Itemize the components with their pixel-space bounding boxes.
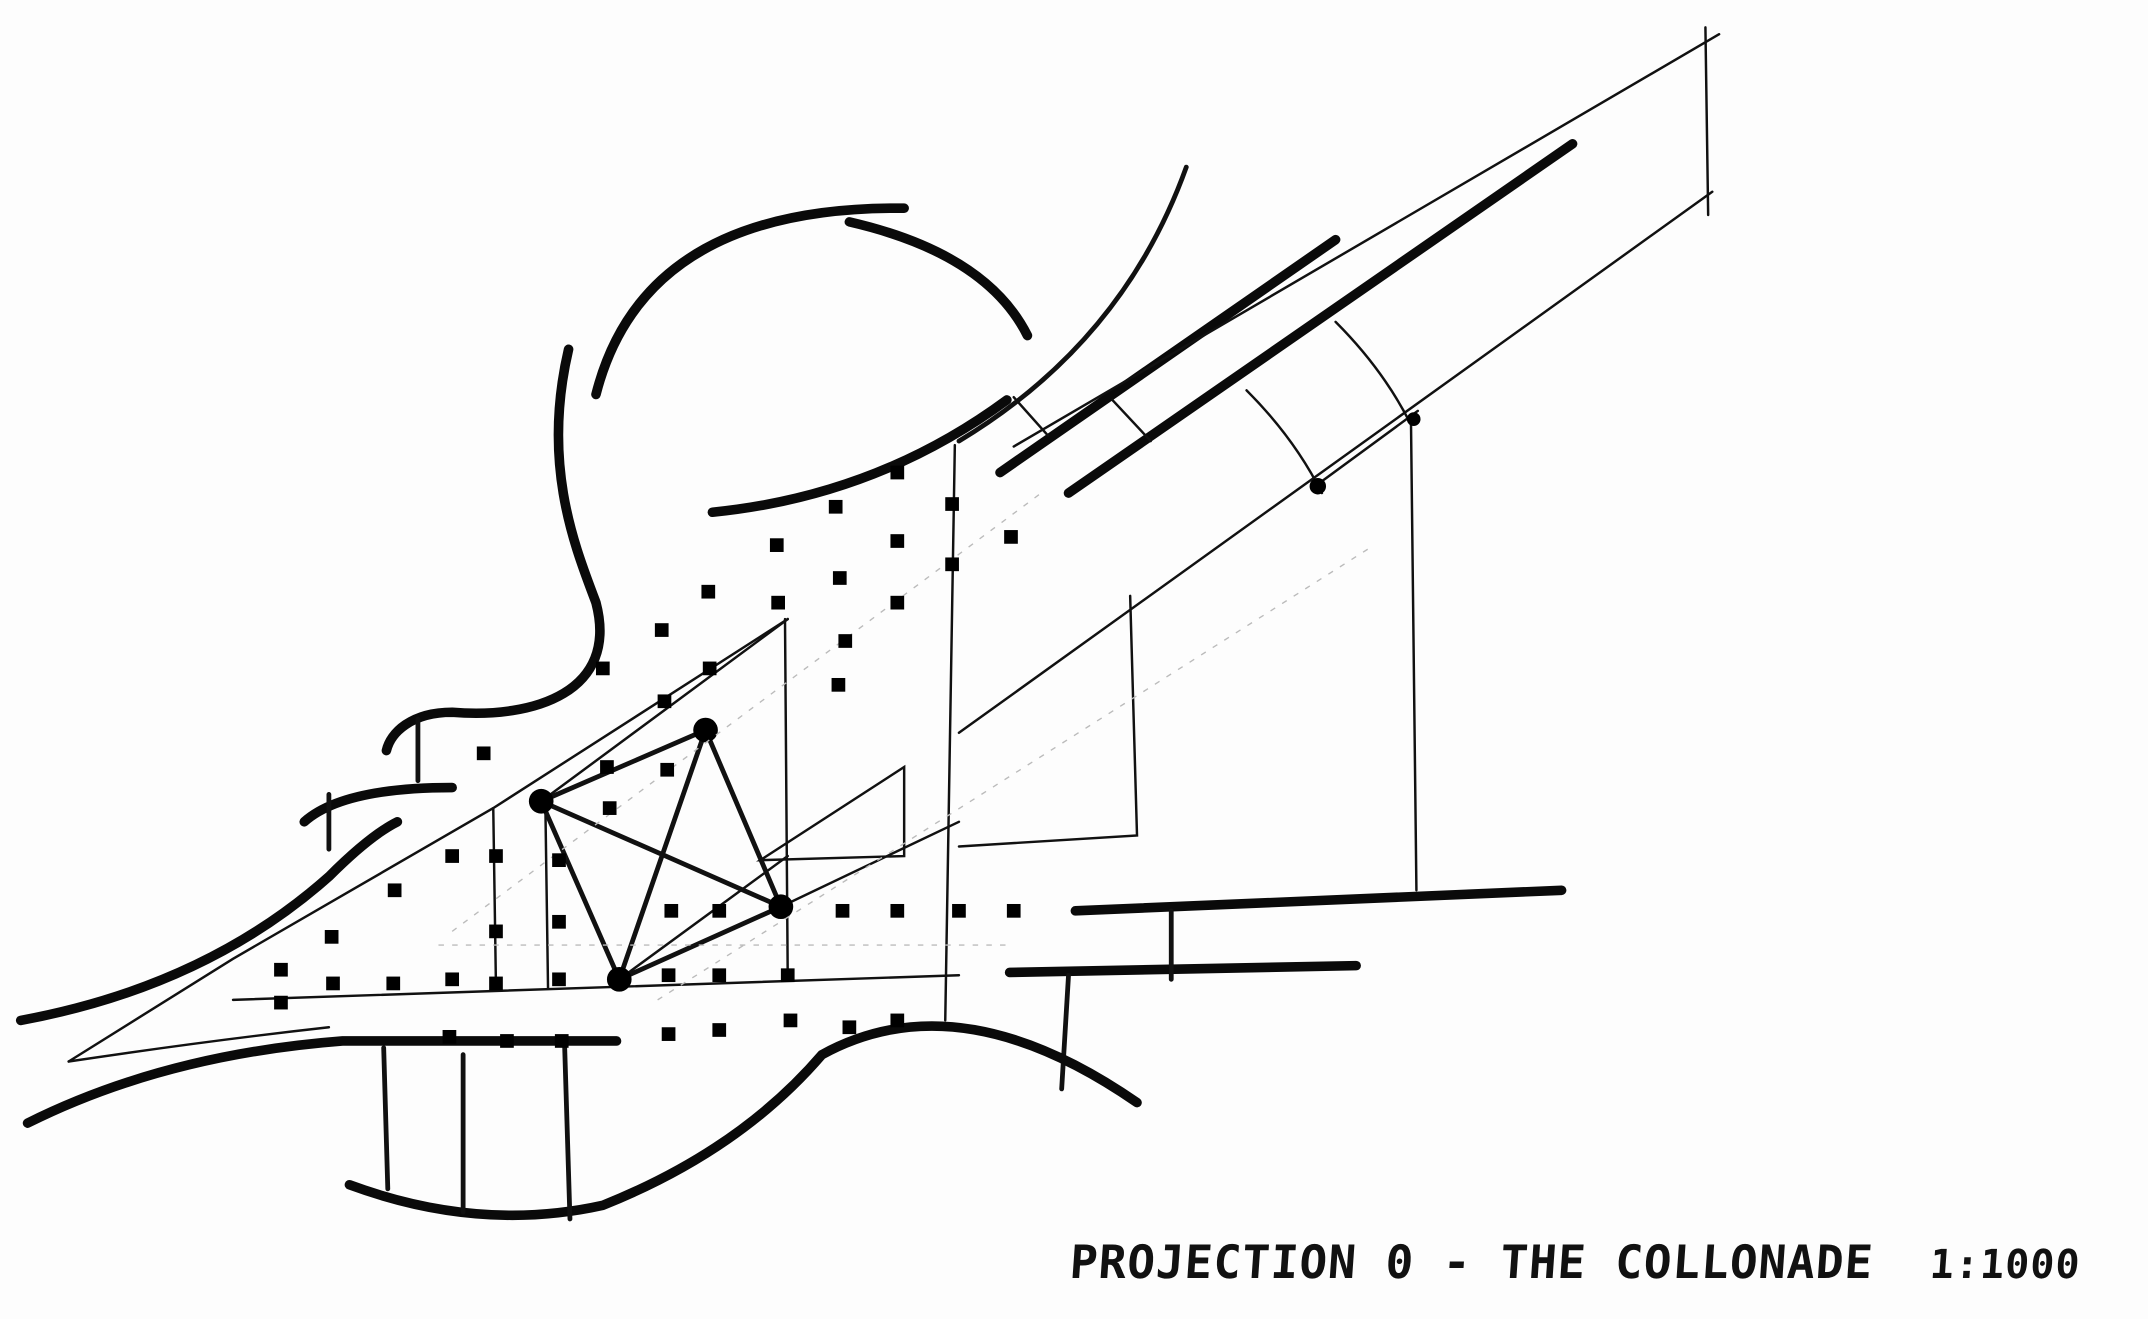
column-dot	[664, 903, 679, 918]
column-dot	[552, 853, 566, 868]
plaza-edges	[15, 617, 961, 1128]
column-dot	[552, 972, 566, 987]
column-dot	[701, 584, 716, 599]
column-dot	[552, 914, 566, 929]
colonnade-wings	[755, 26, 1721, 1022]
dome-outline	[381, 164, 1189, 756]
column-dot	[831, 677, 846, 692]
column-dot	[500, 1034, 514, 1048]
column-dot	[769, 538, 784, 552]
column-dot	[783, 1013, 798, 1028]
caption-scale: 1:1000	[1928, 1242, 2083, 1288]
column-dot	[445, 972, 460, 987]
column-dot	[274, 962, 288, 977]
column-dot	[828, 499, 843, 514]
column-dot	[712, 1023, 727, 1037]
column-dot	[890, 903, 905, 918]
column-dot	[890, 595, 905, 610]
guide-lines	[438, 492, 1371, 1001]
column-dot	[600, 760, 614, 774]
column-dot	[387, 883, 402, 898]
column-dot	[838, 634, 853, 648]
column-dot	[780, 968, 795, 983]
column-dot	[595, 661, 610, 676]
ground-slabs	[344, 885, 1567, 1222]
column-dot	[386, 976, 401, 991]
column-dot	[832, 571, 847, 585]
column-dot	[890, 1013, 905, 1028]
column-dot	[661, 968, 676, 983]
column-dot	[274, 995, 288, 1010]
column-dot	[554, 1034, 569, 1048]
column-dot	[602, 801, 617, 815]
column-dot	[771, 595, 785, 610]
column-dot	[945, 557, 959, 572]
column-dot	[702, 661, 717, 676]
column-dot	[712, 903, 727, 918]
column-dot	[489, 924, 503, 939]
column-dot	[1004, 530, 1018, 544]
column-dot	[952, 903, 966, 918]
column-dot	[661, 1027, 676, 1041]
column-dot	[712, 968, 727, 983]
column-dot	[476, 746, 491, 761]
column-grid	[274, 465, 1021, 1048]
column-dot	[326, 976, 340, 991]
column-dot	[324, 930, 339, 944]
x-structure	[528, 412, 1421, 992]
drawing-caption: PROJECTION 0 - THE COLLONADE 1:1000	[1068, 1235, 2082, 1289]
column-dot	[442, 1029, 457, 1044]
caption-title: PROJECTION 0 - THE COLLONADE	[1068, 1235, 1876, 1289]
column-dot	[489, 976, 503, 991]
column-dot	[657, 694, 672, 709]
column-dot	[890, 465, 905, 480]
column-dot	[445, 849, 460, 863]
column-dot	[945, 497, 959, 511]
column-dot	[654, 623, 669, 637]
column-dot	[890, 534, 905, 548]
column-dot	[489, 849, 503, 863]
column-dot	[835, 903, 850, 918]
column-dot	[660, 762, 675, 777]
column-dot	[842, 1020, 857, 1035]
column-dot	[1006, 903, 1021, 918]
